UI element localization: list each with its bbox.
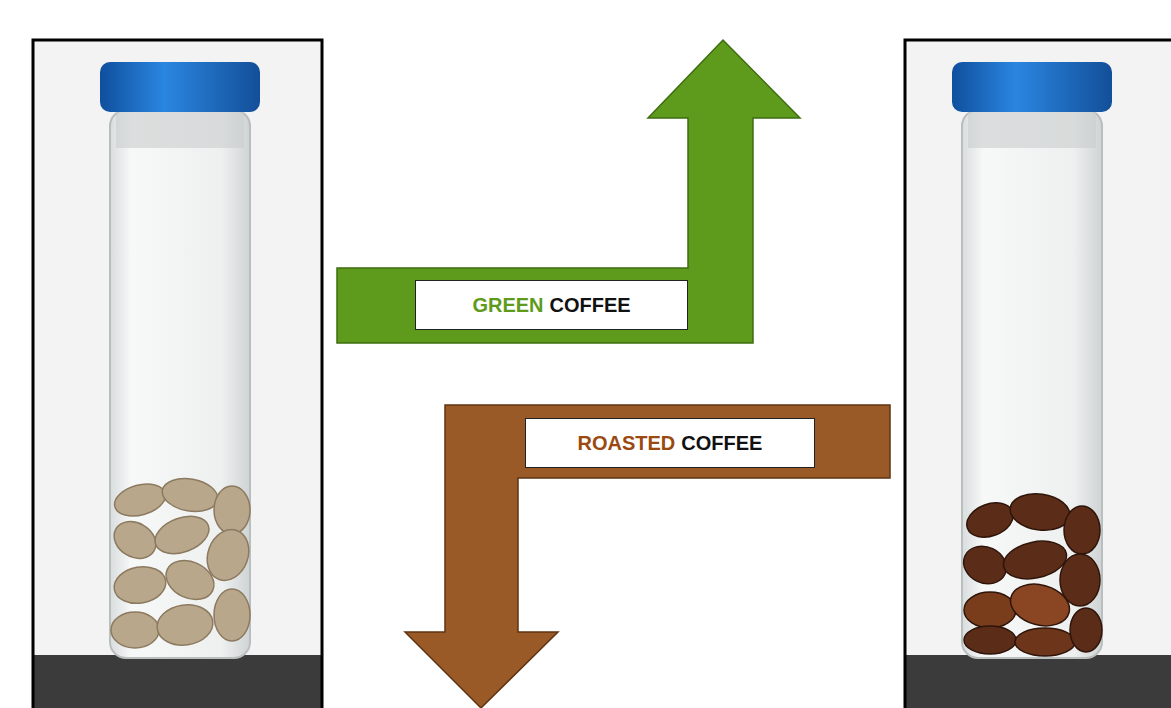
label-text: GREEN xyxy=(472,294,543,317)
green-arrow xyxy=(337,40,800,343)
photo-background xyxy=(905,40,1171,708)
vial-neck xyxy=(968,112,1096,148)
label-box: GREEN COFFEE xyxy=(415,280,688,330)
brown-arrow xyxy=(405,405,890,708)
photo-floor xyxy=(33,655,322,708)
photo-frame xyxy=(905,40,1171,708)
roasted-beans xyxy=(957,490,1102,656)
vial-neck xyxy=(116,112,244,148)
vial-cap xyxy=(952,62,1112,112)
photo-floor xyxy=(905,655,1171,708)
green-beans xyxy=(107,474,255,648)
green-coffee-photo xyxy=(33,40,322,708)
photo-background xyxy=(33,40,322,708)
label-text: ROASTED xyxy=(578,432,676,455)
label-text: COFFEE xyxy=(550,294,631,317)
photo-frame xyxy=(33,40,322,708)
vial-cap xyxy=(100,62,260,112)
label-text: COFFEE xyxy=(681,432,762,455)
roasted-coffee-photo xyxy=(905,40,1171,708)
label-box: ROASTEDCOFFEE xyxy=(525,418,815,468)
